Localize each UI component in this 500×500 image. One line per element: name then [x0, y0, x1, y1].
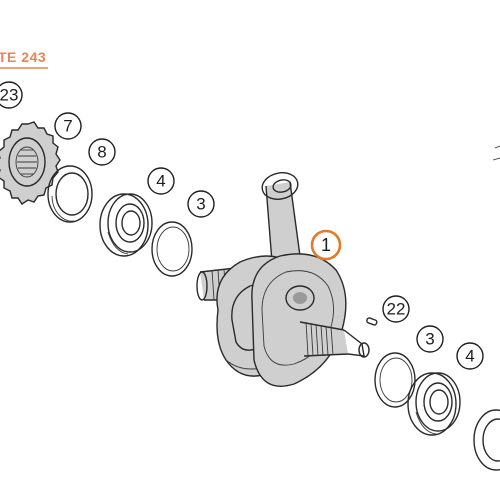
callout-8[interactable]: 8: [88, 138, 116, 166]
callout-1-label: 1: [321, 235, 331, 255]
sprocket-part: [0, 121, 61, 205]
callout-7[interactable]: 7: [54, 112, 82, 140]
callout-4-left-label: 4: [156, 172, 165, 191]
callout-4-right-label: 4: [465, 347, 474, 366]
shim-right-part: [374, 352, 416, 408]
callout-23-label: 23: [0, 86, 18, 105]
shim-left-part: [151, 221, 193, 277]
crankshaft-part: [196, 172, 370, 387]
page-reference-text: TE 243: [0, 49, 46, 65]
ring-7-part: [47, 165, 93, 223]
callout-7-label: 7: [63, 117, 72, 136]
callout-4-left[interactable]: 4: [147, 167, 175, 195]
callout-8-label: 8: [97, 143, 106, 162]
callout-3-left[interactable]: 3: [187, 190, 215, 218]
callout-1-crankshaft[interactable]: 1: [310, 229, 342, 261]
callout-22[interactable]: 22: [382, 295, 410, 323]
callout-23[interactable]: 23: [0, 81, 23, 109]
callout-3-left-label: 3: [196, 195, 205, 214]
callout-22-label: 22: [387, 300, 406, 319]
callout-3-right-label: 3: [425, 330, 434, 349]
page-reference[interactable]: TE 243: [0, 49, 48, 69]
pin-part: [366, 317, 378, 326]
ring-edge-part: [473, 409, 500, 471]
bearing-right-part: [407, 372, 461, 436]
callout-3-right[interactable]: 3: [416, 325, 444, 353]
edge-marks: [492, 145, 500, 161]
bearing-left-part: [99, 193, 153, 257]
callout-4-right[interactable]: 4: [456, 342, 484, 370]
